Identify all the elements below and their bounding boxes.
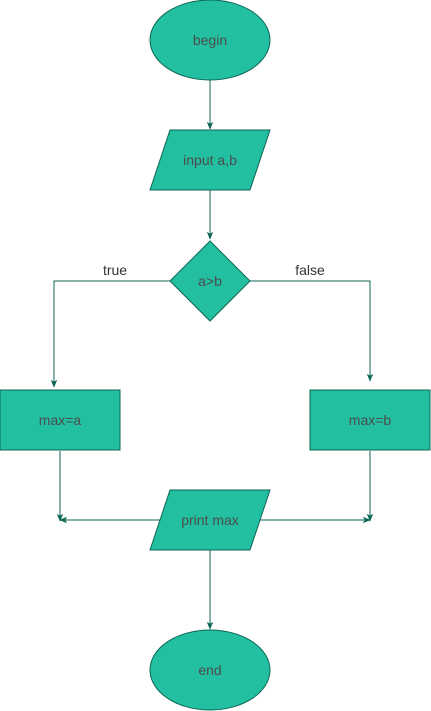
edge-label-false: false: [295, 262, 325, 278]
max-a-rect: [0, 389, 121, 451]
begin-ellipse: [149, 0, 271, 81]
print-parallelogram: [149, 489, 271, 551]
input-parallelogram: [149, 129, 271, 191]
max-b-rect: [309, 389, 431, 451]
edge-label-true: true: [103, 262, 127, 278]
node-end: end: [149, 629, 271, 711]
max-b-label: max=b: [349, 412, 392, 428]
decision-diamond: [169, 240, 251, 322]
decision-label: a>b: [198, 273, 222, 289]
input-label: input a,b: [183, 152, 237, 168]
print-label: print max: [181, 512, 239, 528]
edge-decision-true-to-max-a: [50, 280, 170, 388]
node-decision: a>b: [169, 240, 251, 322]
node-max-a: max=a: [0, 389, 121, 451]
node-begin: begin: [149, 0, 271, 81]
end-ellipse: [149, 629, 271, 711]
node-print: print max: [149, 489, 271, 551]
node-max-b: max=b: [309, 389, 431, 451]
edges: [50, 80, 374, 630]
node-input: input a,b: [149, 129, 271, 191]
edge-decision-false-to-max-b: [250, 280, 374, 382]
end-label: end: [198, 662, 221, 678]
begin-label: begin: [193, 32, 227, 48]
max-a-label: max=a: [39, 412, 82, 428]
